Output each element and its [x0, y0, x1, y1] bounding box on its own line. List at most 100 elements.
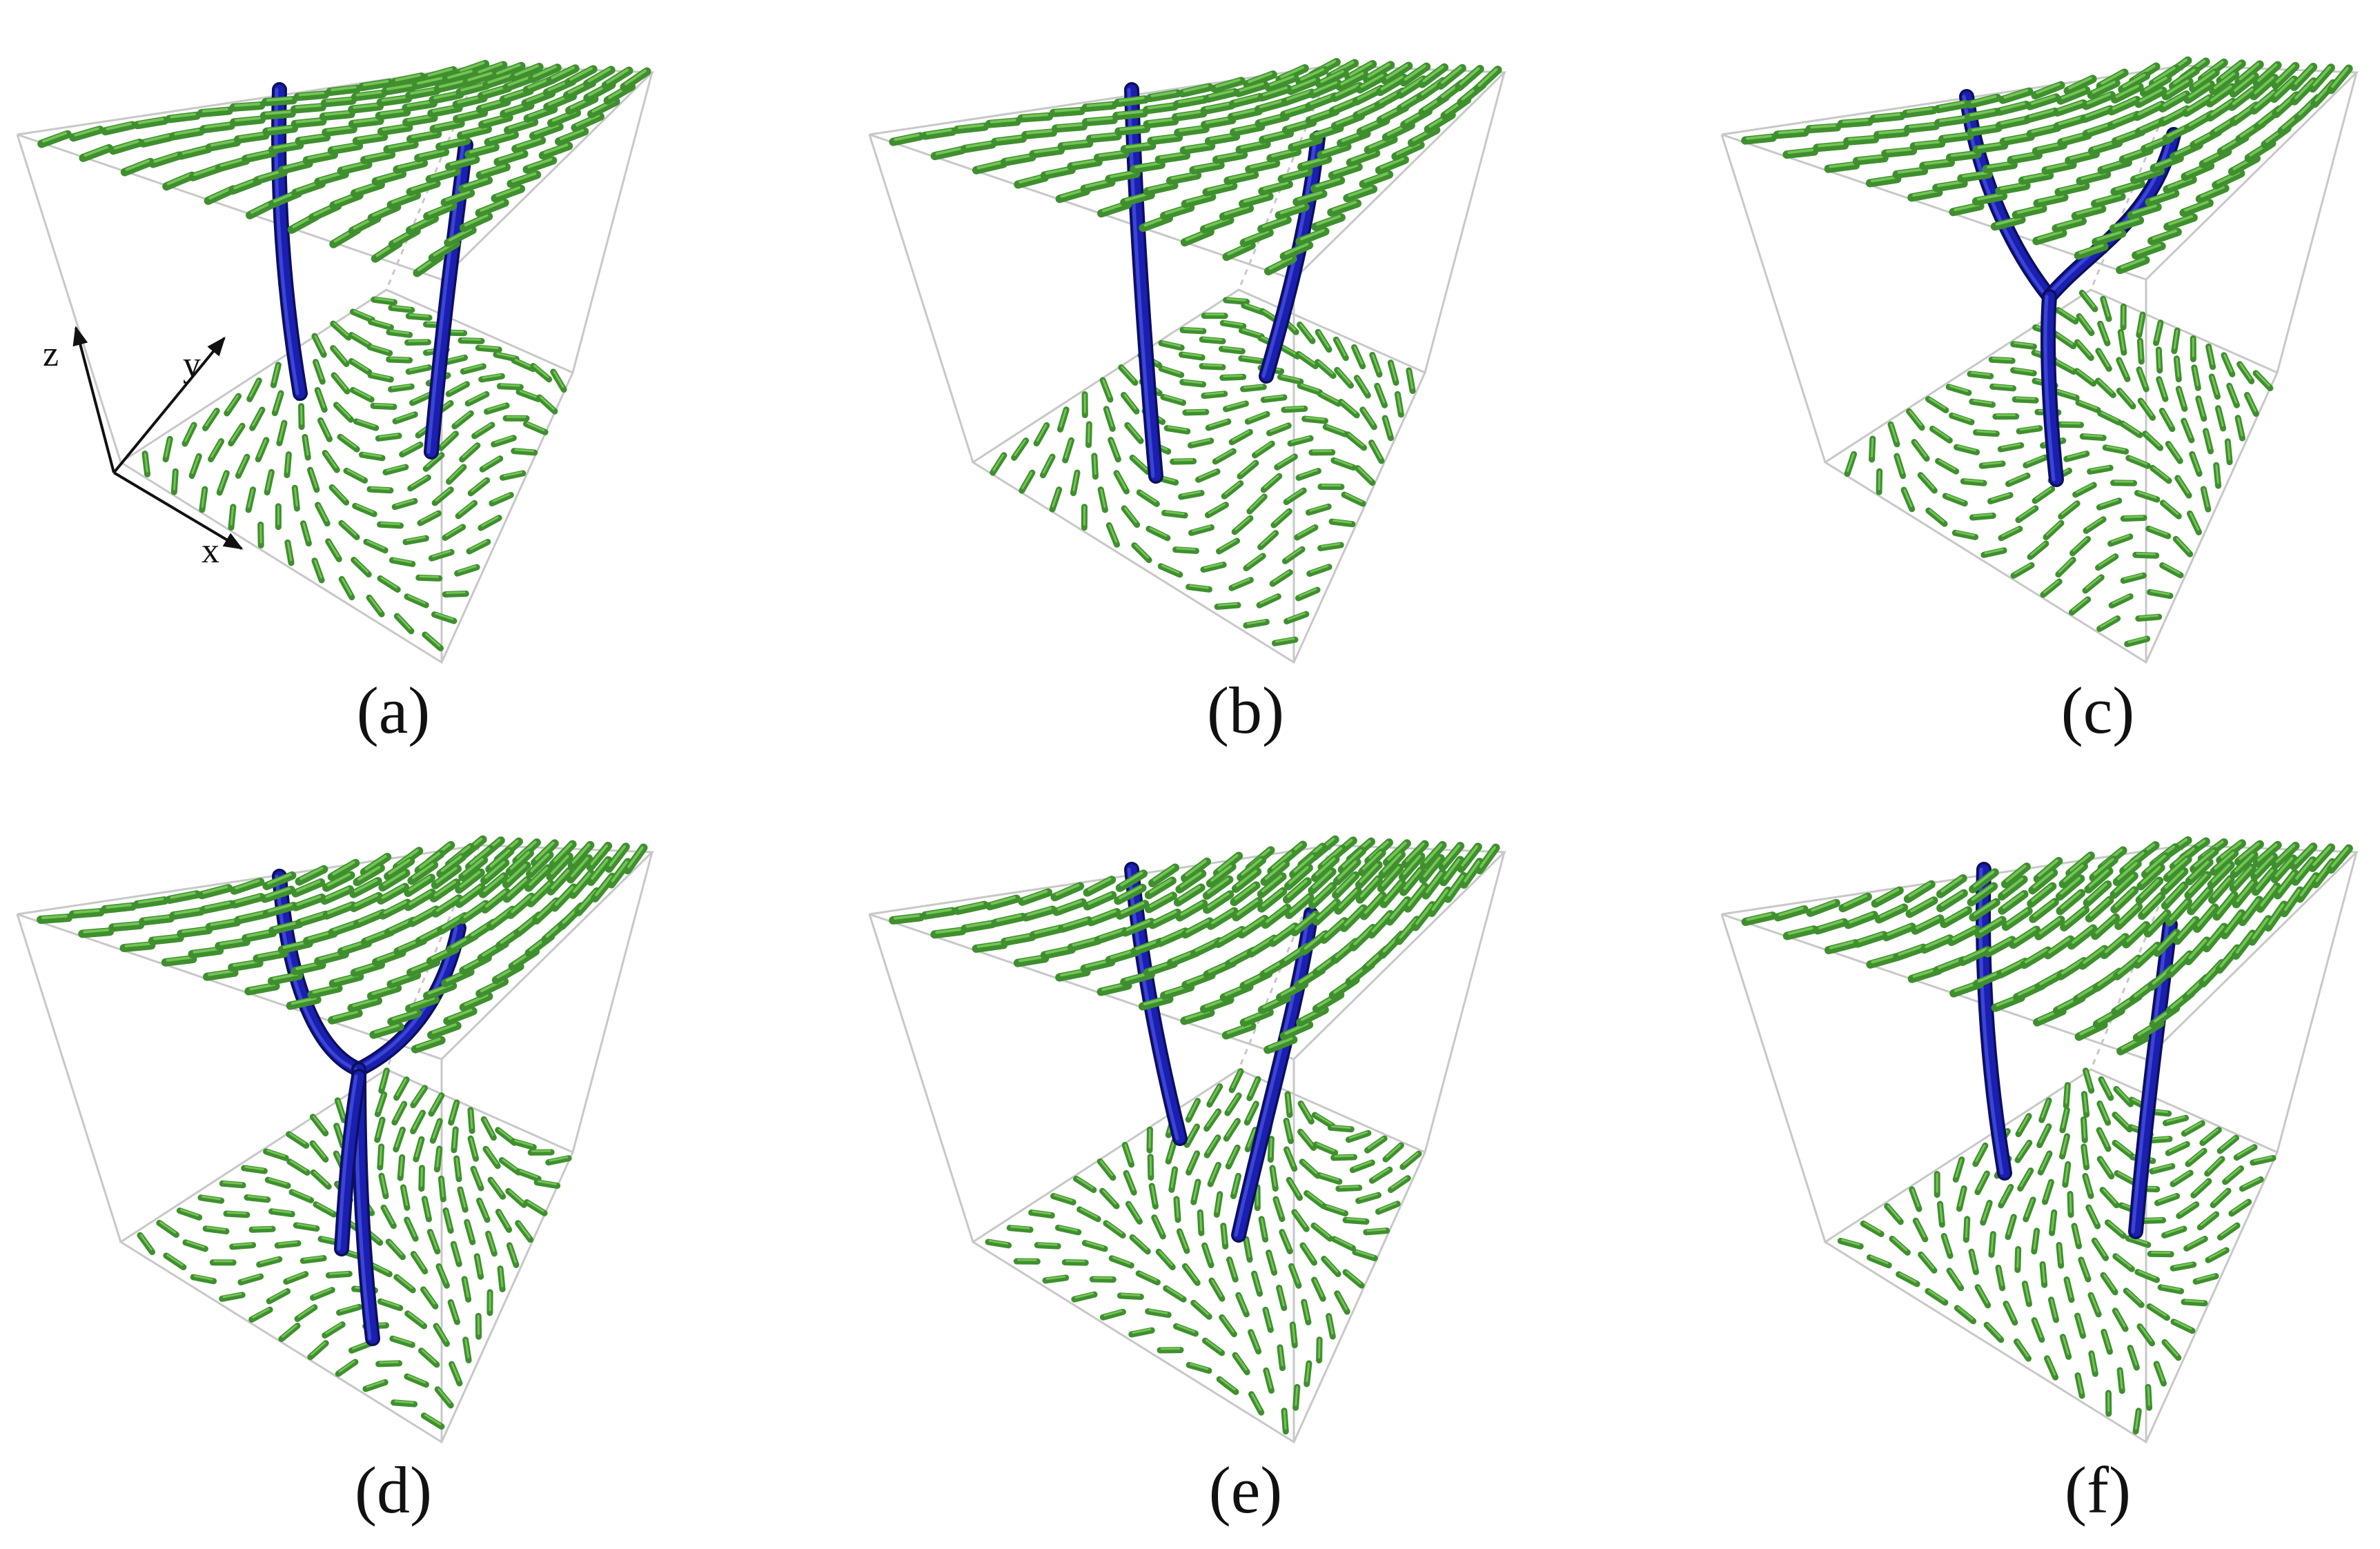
director-rod: [554, 127, 589, 146]
director-rod: [1200, 562, 1227, 573]
director-rod: [453, 108, 489, 124]
director-rod-highlight: [1842, 119, 1869, 124]
director-rod: [1317, 391, 1342, 407]
director-rod-highlight: [1477, 68, 1498, 87]
director-rod-highlight: [113, 140, 139, 150]
director-rod: [407, 860, 439, 885]
director-rod: [1960, 478, 1987, 486]
director-rod-highlight: [1181, 491, 1201, 497]
director-rod-highlight: [292, 1190, 311, 1200]
director-rod: [1034, 1242, 1061, 1250]
director-rod-highlight: [1269, 1138, 1272, 1158]
director-rod: [1154, 151, 1191, 164]
director-rod: [1283, 487, 1307, 506]
director-rod: [302, 150, 338, 165]
director-rod: [1290, 910, 1321, 937]
director-rod-highlight: [1975, 1144, 1986, 1163]
director-rod-highlight: [252, 408, 263, 426]
director-rod-highlight: [498, 1128, 515, 1142]
director-rod-highlight: [1938, 460, 1956, 471]
director-rod-highlight: [483, 874, 504, 893]
director-rod-highlight: [424, 1414, 442, 1425]
director-rod-highlight: [2178, 388, 2185, 407]
director-rod: [295, 132, 331, 146]
director-rod: [1223, 170, 1259, 185]
director-rod: [428, 239, 461, 262]
director-rod-highlight: [2036, 83, 2061, 95]
director-rod-highlight: [533, 124, 559, 135]
director-rod-highlight: [425, 633, 441, 647]
director-rod-highlight: [1022, 113, 1049, 118]
director-rod-highlight: [1972, 399, 1992, 404]
director-rod-highlight: [1991, 493, 2010, 501]
director-rod-highlight: [1076, 1177, 1094, 1189]
director-rod-highlight: [2066, 1279, 2072, 1299]
director-rod: [132, 896, 169, 909]
director-rod-highlight: [2205, 430, 2212, 450]
director-rod-highlight: [1218, 927, 1242, 943]
director-rod-highlight: [383, 871, 406, 886]
director-rod-highlight: [1223, 321, 1243, 326]
director-rod-highlight: [2098, 555, 2116, 566]
director-rod: [2074, 368, 2097, 387]
director-rod-highlight: [1279, 344, 1297, 355]
director-rod-highlight: [2120, 331, 2125, 351]
director-rod: [1163, 425, 1191, 435]
director-rod: [169, 127, 205, 141]
director-rod-highlight: [2046, 1357, 2056, 1376]
director-rod: [1866, 1254, 1892, 1269]
director-rod-highlight: [1353, 1161, 1372, 1170]
director-rod-highlight: [2050, 1299, 2057, 1319]
director-rod: [1231, 867, 1262, 894]
director-rod-highlight: [1259, 114, 1286, 123]
director-rod-highlight: [2033, 1230, 2038, 1250]
director-rod: [1987, 492, 2014, 504]
director-rod: [1310, 1222, 1333, 1242]
director-rod: [1221, 480, 1244, 500]
director-rod-highlight: [73, 909, 100, 914]
director-rod: [294, 1304, 318, 1323]
director-rod: [440, 188, 475, 207]
director-rod: [466, 538, 491, 555]
director-rod-highlight: [412, 907, 436, 922]
director-rod: [1824, 161, 1860, 173]
director-rod: [1174, 124, 1210, 137]
director-rod-highlight: [2210, 85, 2232, 102]
director-rod: [2134, 1269, 2161, 1283]
director-rod-highlight: [1283, 1410, 1287, 1430]
director-rod: [2016, 425, 2043, 435]
director-rod-highlight: [2083, 1145, 2087, 1165]
director-rod-highlight: [357, 866, 381, 881]
director-rod: [2145, 1136, 2173, 1144]
director-rod-highlight: [1241, 858, 1262, 876]
director-rod-highlight: [958, 124, 984, 130]
director-rod-highlight: [204, 122, 230, 129]
director-rod: [475, 977, 509, 998]
director-rod-highlight: [2197, 397, 2205, 417]
director-rod-highlight: [1288, 866, 1309, 885]
director-rod: [2027, 540, 2049, 560]
director-rod: [242, 929, 277, 943]
director-rod: [1172, 109, 1208, 122]
director-rod: [2170, 1170, 2194, 1187]
director-rod-highlight: [370, 486, 391, 491]
director-rod-highlight: [1857, 155, 1884, 161]
director-rod-highlight: [1215, 78, 1241, 88]
director-rod-highlight: [2014, 563, 2032, 575]
director-rod-highlight: [1207, 892, 1230, 909]
director-rod: [381, 82, 417, 96]
director-rod: [2040, 578, 2063, 598]
director-rod: [2024, 107, 2060, 124]
box-edge: [385, 65, 481, 290]
director-rod: [2104, 1219, 2127, 1239]
director-rod-highlight: [453, 1128, 457, 1149]
director-rod: [378, 869, 411, 892]
director-rod-highlight: [2138, 368, 2147, 388]
director-rod-highlight: [2184, 1299, 2205, 1303]
director-rod-highlight: [159, 1221, 177, 1234]
director-rod-highlight: [1064, 440, 1072, 459]
director-rod: [1258, 180, 1293, 196]
panel-label: (b): [1207, 673, 1284, 747]
director-rod: [1969, 868, 1999, 894]
director-rod-highlight: [1992, 357, 2012, 361]
